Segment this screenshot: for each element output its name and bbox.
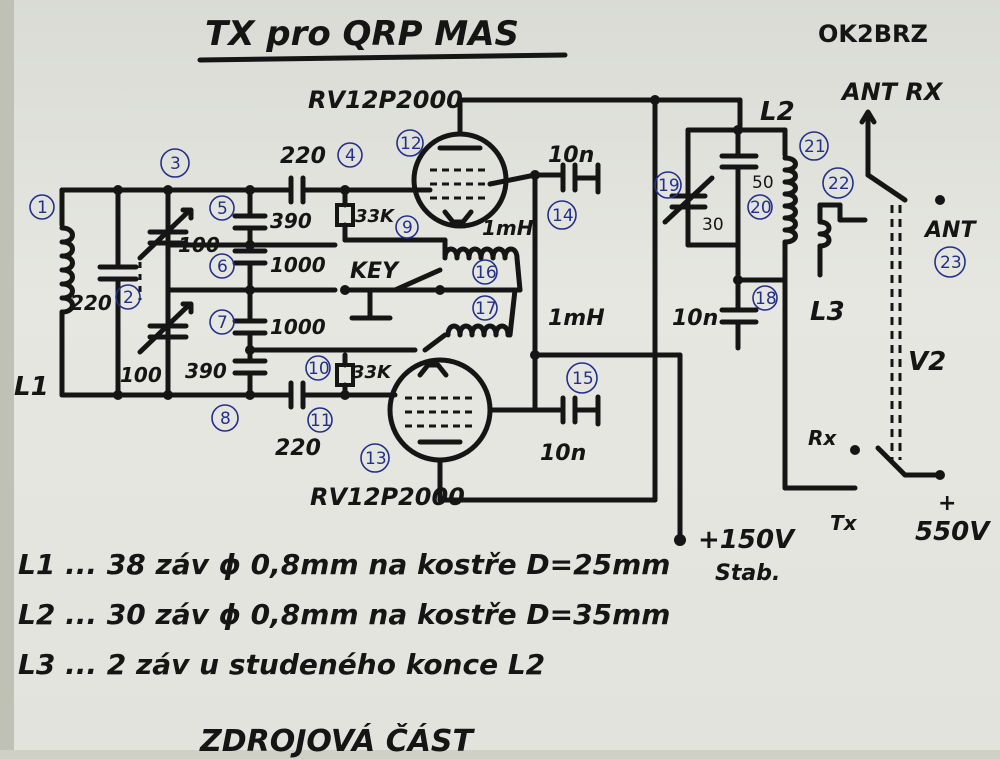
title-underline [197,52,568,63]
capacitor-10n-top [560,162,601,195]
label-hv-plus: + [938,491,956,516]
label-tube-lower: RV12P2000 [310,483,465,511]
morse-key [392,267,445,295]
label-r33k-top: 33K [355,206,396,227]
ref-12: 12 [400,134,422,154]
ref-20: 20 [750,198,772,218]
label-hv: 550V [915,517,991,547]
note-l3: L3 ... 2 záv u studeného konce L2 [18,648,546,681]
label-ant-rx: ANT RX [840,78,944,106]
label-rfc-mid: 1mH [548,306,605,331]
label-ant: ANT [923,218,977,243]
label-c220-top: 220 [280,144,326,169]
label-l3: L3 [810,297,845,327]
ref-22: 22 [828,174,850,194]
tube-upper [411,97,538,229]
ref-13: 13 [365,449,387,469]
label-c390-bot: 390 [185,359,227,383]
ref-21: 21 [804,137,826,157]
ref-23: 23 [940,253,962,273]
resistor-33k-top [335,203,355,227]
label-c1000-b: 1000 [270,315,326,339]
capacitor-220-l1 [97,264,139,282]
footer-heading: ZDROJOVÁ ČÁST [200,724,474,759]
ref-2: 2 [123,288,134,308]
ref-11: 11 [310,411,332,431]
label-v2: V2 [908,347,946,377]
callsign: OK2BRZ [818,20,928,48]
variable-capacitor-100-b [137,301,194,355]
tube-lower [387,357,658,503]
label-l1: L1 [14,372,49,402]
label-c10n-top: 10n [548,143,594,168]
capacitor-220-bot [288,380,306,410]
ref-5: 5 [217,199,228,219]
label-b-plus: +150V [698,525,796,555]
title: TX pro QRP MAS [205,14,519,54]
label-trim-top: 50 [752,173,774,193]
resistor-33k-bot [335,363,355,387]
label-c1000-a: 1000 [270,253,326,277]
ref-3: 3 [170,154,181,174]
ref-14: 14 [552,206,574,226]
relay-v2 [850,109,945,480]
capacitor-10n-bot [560,394,601,427]
coil-l1 [59,187,75,398]
label-c220-l1: 220 [70,291,112,315]
label-tube-upper: RV12P2000 [308,86,463,114]
rfc-upper [442,237,523,293]
ref-8: 8 [220,409,231,429]
ref-4: 4 [345,146,356,166]
tank-circuit-l2 [685,97,858,491]
label-c100-a: 100 [178,233,220,257]
ref-10: 10 [308,359,330,379]
label-rx: Rx [808,426,837,450]
ref-15: 15 [572,369,594,389]
label-trim-bot: 30 [702,215,724,235]
label-c390-top: 390 [270,209,312,233]
capacitor-1000-b [232,318,268,336]
note-l1: L1 ... 38 záv ϕ 0,8mm na kostře D=25mm [18,548,671,581]
label-stab: Stab. [715,561,780,586]
label-c100-b: 100 [120,363,162,387]
capacitor-10n-mid [719,307,759,351]
label-c220-bot: 220 [275,436,321,461]
label-tx: Tx [830,511,858,535]
label-key: KEY [350,259,400,284]
note-l2: L2 ... 30 záv ϕ 0,8mm na kostře D=35mm [18,598,671,631]
variable-capacitor-100-a [137,207,194,261]
label-r33k-bot: 33K [352,362,393,383]
plate-wiring [457,97,743,546]
ref-6: 6 [217,257,228,277]
rfc-lower [422,287,518,353]
reference-numbers: 1 2 3 4 5 6 7 8 9 10 11 12 13 14 15 16 1… [29,129,966,473]
label-l2: L2 [760,97,795,127]
capacitor-390-top [232,213,268,231]
ref-1: 1 [37,198,48,218]
label-c10n-mid: 10n [672,306,718,331]
label-c10n-bot: 10n [540,441,586,466]
ref-16: 16 [475,263,497,283]
capacitor-220-top [288,175,306,205]
capacitor-390-bot [232,358,268,376]
ref-19: 19 [658,176,680,196]
trimmer-capacitor [662,175,715,225]
ref-17: 17 [475,299,497,319]
ref-18: 18 [755,289,777,309]
label-rfc-top: 1mH [482,216,534,240]
ref-9: 9 [402,218,413,238]
coil-l3 [817,202,868,278]
capacitor-1000-a [232,248,268,266]
ref-7: 7 [217,313,228,333]
